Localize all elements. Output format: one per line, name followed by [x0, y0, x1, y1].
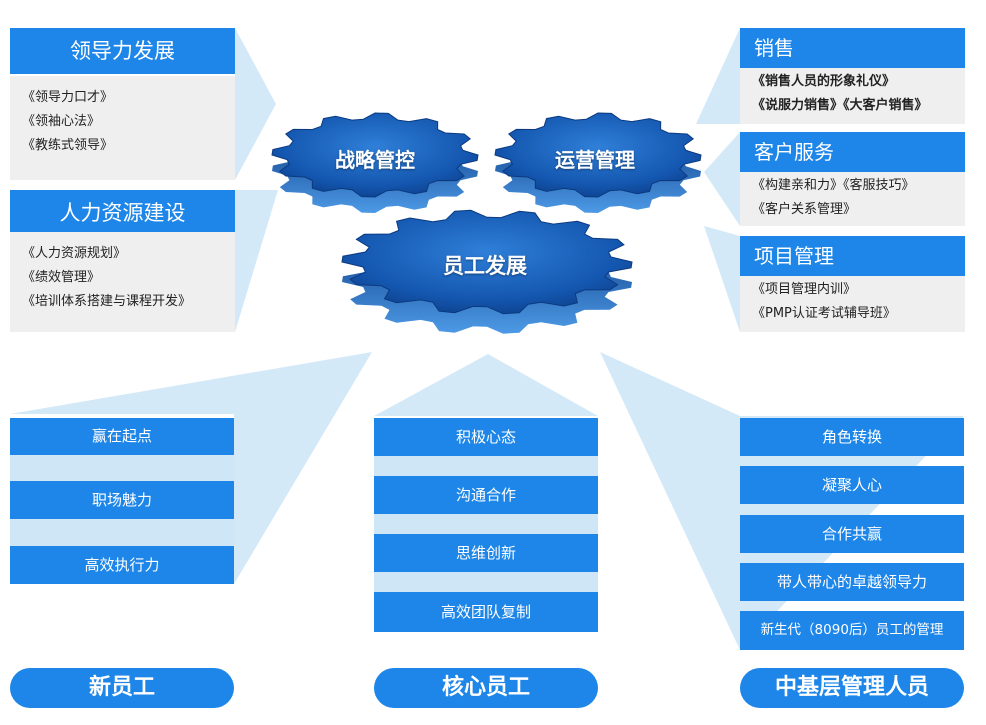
course-core-4: 高效团队复制: [374, 592, 598, 632]
connector-right-1: [696, 28, 740, 124]
leadership-list: 《领导力口才》 《领袖心法》 《教练式领导》: [10, 76, 235, 180]
project-item: 《项目管理内训》: [752, 282, 857, 297]
leadership-item: 《教练式领导》: [22, 138, 114, 153]
gear-operations-shape: [494, 112, 702, 213]
service-list: 《构建亲和力》《客服技巧》 《客户关系管理》: [740, 172, 965, 226]
spacer: [10, 455, 234, 481]
connector-bottom-mid: [374, 354, 598, 416]
connector-bottom-left: [10, 352, 372, 584]
hr-item: 《人力资源规划》: [22, 246, 127, 261]
course-mgr-5: 新生代（8090后）员工的管理: [740, 611, 964, 650]
project-list: 《项目管理内训》 《PMP认证考试辅导班》: [740, 276, 965, 332]
course-mgr-1: 角色转换: [740, 418, 964, 456]
service-title: 客户服务: [740, 132, 965, 172]
gear-development-shape-face: [341, 209, 633, 315]
gear-strategy-shape: [271, 112, 479, 213]
spacer: [374, 514, 598, 534]
spacer: [374, 572, 598, 592]
gear-strategy-label: 战略管控: [335, 148, 415, 172]
gear-operations-shape-face: [494, 112, 702, 198]
hr-item: 《培训体系搭建与课程开发》: [22, 294, 192, 309]
gear-development-label: 员工发展: [443, 254, 527, 278]
group-label-new-employees: 新员工: [10, 668, 234, 708]
spacer: [10, 519, 234, 546]
leadership-title: 领导力发展: [10, 28, 235, 74]
gear-strategy-shape-face: [271, 112, 479, 198]
leadership-item: 《领袖心法》: [22, 114, 101, 129]
course-new-2: 职场魅力: [10, 481, 234, 519]
leadership-item: 《领导力口才》: [22, 90, 114, 105]
course-mgr-4: 带人带心的卓越领导力: [740, 563, 964, 601]
service-item: 《构建亲和力》《客服技巧》: [752, 178, 915, 193]
sales-item: 《销售人员的形象礼仪》: [752, 74, 896, 89]
course-core-1: 积极心态: [374, 418, 598, 456]
course-mgr-2: 凝聚人心: [740, 466, 964, 504]
connector-right-2: [704, 132, 740, 226]
gear-development-shape: [341, 209, 633, 334]
course-core-3: 思维创新: [374, 534, 598, 572]
spacer: [374, 456, 598, 476]
sales-title: 销售: [740, 28, 965, 68]
hr-title: 人力资源建设: [10, 190, 235, 236]
course-core-2: 沟通合作: [374, 476, 598, 514]
sales-list: 《销售人员的形象礼仪》 《说服力销售》《大客户销售》: [740, 68, 965, 124]
connector-right-3: [704, 226, 740, 332]
gear-operations-label: 运营管理: [555, 148, 635, 172]
connector-left-mid: [235, 190, 278, 332]
project-title: 项目管理: [740, 236, 965, 276]
sales-item: 《说服力销售》《大客户销售》: [752, 98, 928, 113]
group-label-core-employees: 核心员工: [374, 668, 598, 708]
service-item: 《客户关系管理》: [752, 202, 857, 217]
course-new-1: 赢在起点: [10, 418, 234, 455]
group-label-managers: 中基层管理人员: [740, 668, 964, 708]
course-mgr-3: 合作共赢: [740, 515, 964, 553]
hr-list: 《人力资源规划》 《绩效管理》 《培训体系搭建与课程开发》: [10, 232, 235, 332]
gear-layer: [271, 112, 702, 334]
project-item: 《PMP认证考试辅导班》: [752, 306, 896, 321]
course-new-3: 高效执行力: [10, 546, 234, 584]
hr-item: 《绩效管理》: [22, 270, 101, 285]
connector-left-top: [235, 28, 276, 180]
